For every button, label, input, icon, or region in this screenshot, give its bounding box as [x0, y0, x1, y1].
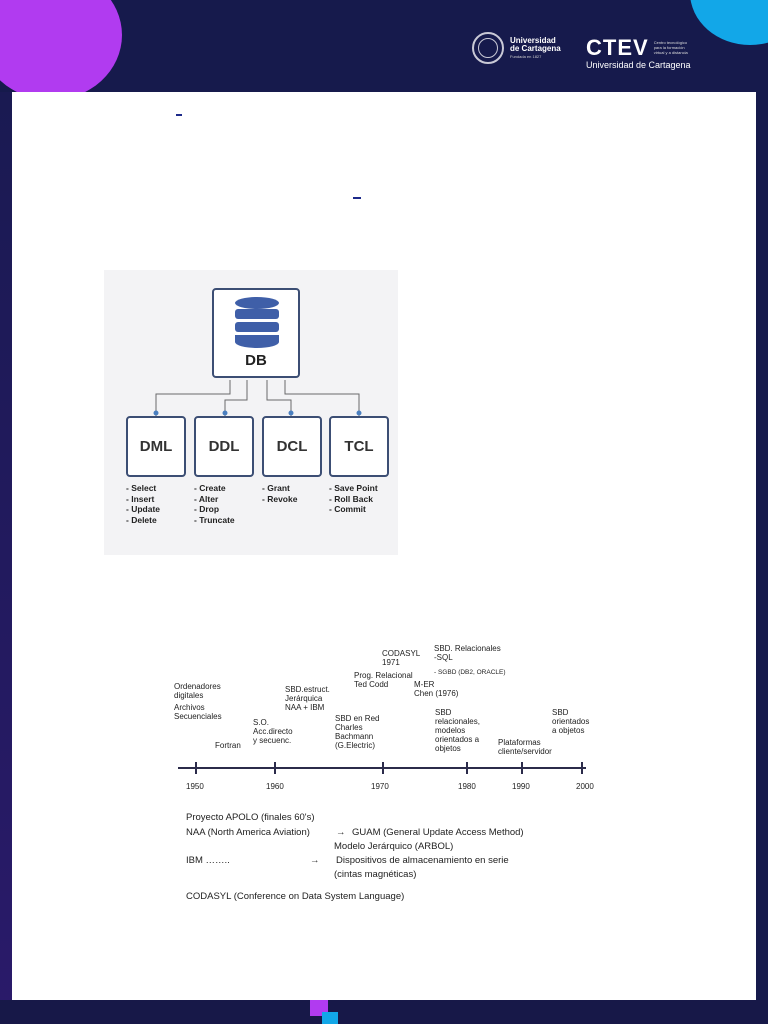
list-item: Roll Back	[329, 494, 378, 505]
db-categories-diagram: DB DML DDL DCL TCL Select Insert Update …	[104, 270, 398, 555]
database-icon	[235, 297, 279, 348]
footer-band	[0, 1000, 768, 1024]
decorative-purple-circle	[0, 0, 122, 92]
timeline-annotation: SBD. Relacionales -SQL	[434, 644, 501, 662]
ctev-wordmark: CTEV	[586, 35, 649, 60]
timeline-annotation: Archivos Secuenciales	[174, 703, 222, 721]
note-dispositivos: Dispositivos de almacenamiento en serie	[336, 855, 509, 866]
universidad-logo: Universidad de Cartagena Fundada en 1827	[472, 32, 561, 64]
note-codasyl: CODASYL (Conference on Data System Langu…	[186, 891, 405, 902]
timeline-annotation: Plataformas cliente/servidor	[498, 738, 552, 756]
list-item: Insert	[126, 494, 160, 505]
tick-label: 1970	[371, 782, 389, 791]
timeline-annotation: Fortran	[215, 741, 241, 750]
timeline-annotation: SBD relacionales, modelos orientados a o…	[435, 708, 480, 753]
list-item: Select	[126, 483, 160, 494]
category-box-dml: DML	[126, 416, 186, 477]
timeline-annotation: SBD.estruct. Jerárquica NAA + IBM	[285, 685, 330, 712]
list-item: Grant	[262, 483, 297, 494]
university-name-line2: de Cartagena	[510, 43, 561, 53]
note-ibm: IBM ……..	[186, 855, 230, 866]
category-box-dcl: DCL	[262, 416, 322, 477]
tick-label: 1980	[458, 782, 476, 791]
category-box-ddl: DDL	[194, 416, 254, 477]
list-item: Revoke	[262, 494, 297, 505]
note-apolo: Proyecto APOLO (finales 60's)	[186, 812, 315, 823]
dash-mark	[353, 197, 361, 199]
decorative-blue-square	[322, 1012, 338, 1024]
db-root-label: DB	[245, 352, 267, 369]
list-item: Update	[126, 504, 160, 515]
tick-label: 1990	[512, 782, 530, 791]
category-box-tcl: TCL	[329, 416, 389, 477]
note-naa: NAA (North America Aviation)	[186, 827, 310, 838]
list-item: Commit	[329, 504, 378, 515]
dash-mark	[176, 114, 182, 116]
list-item: Delete	[126, 515, 160, 526]
tick-label: 2000	[576, 782, 594, 791]
connector-lines	[153, 380, 362, 416]
database-history-timeline: 1950 1960 1970 1980 1990 2000 Ordenadore…	[172, 644, 604, 910]
ctev-subtitle: Universidad de Cartagena	[586, 60, 691, 70]
list-item: Truncate	[194, 515, 234, 526]
db-root-box: DB	[212, 288, 300, 378]
right-border-strip	[756, 92, 768, 1024]
ctev-logo: CTEV Centro tecnológico para la formació…	[586, 35, 694, 71]
note-guam: GUAM (General Update Access Method)	[352, 827, 524, 838]
note-cintas: (cintas magnéticas)	[334, 869, 417, 880]
timeline-annotation: SBD orientados a objetos	[552, 708, 590, 735]
list-item: Drop	[194, 504, 235, 515]
list-item: Create	[194, 483, 235, 494]
tick-label: 1950	[186, 782, 204, 791]
header-band: Universidad de Cartagena Fundada en 1827…	[0, 0, 768, 92]
timeline-annotation: Ordenadores digitales	[174, 682, 221, 700]
arrow-icon: →	[310, 855, 320, 866]
university-founded: Fundada en 1827	[510, 54, 542, 60]
ddl-items: Create Alter Drop Truncate	[194, 483, 235, 525]
timeline-annotation: - SGBD (DB2, ORACLE)	[434, 669, 506, 676]
list-item: Save Point	[329, 483, 377, 494]
tcl-items: Save Point Roll Back Commit	[329, 483, 378, 515]
dcl-items: Grant Revoke	[262, 483, 297, 504]
university-name-line1: Universidad	[510, 35, 556, 45]
timeline-annotation: SBD en Red Charles Bachmann (G.Electric)	[335, 714, 380, 750]
arrow-icon: →	[336, 827, 346, 838]
decorative-cyan-circle	[690, 0, 768, 45]
timeline-annotation: CODASYL 1971	[382, 649, 421, 667]
dml-items: Select Insert Update Delete	[126, 483, 160, 525]
university-seal-icon	[472, 32, 504, 64]
left-border-strip	[0, 92, 12, 1024]
list-item: Alter	[194, 494, 235, 505]
timeline-axis	[178, 762, 586, 774]
timeline-annotation: M-ER Chen (1976)	[414, 680, 459, 698]
ctev-tagline: Centro tecnológico para la formación vir…	[653, 40, 688, 55]
note-modelo: Modelo Jerárquico (ARBOL)	[334, 841, 454, 852]
tick-label: 1960	[266, 782, 284, 791]
timeline-annotation: Prog. Relacional Ted Codd	[354, 671, 413, 689]
timeline-annotation: S.O. Acc.directo y secuenc.	[253, 718, 293, 745]
